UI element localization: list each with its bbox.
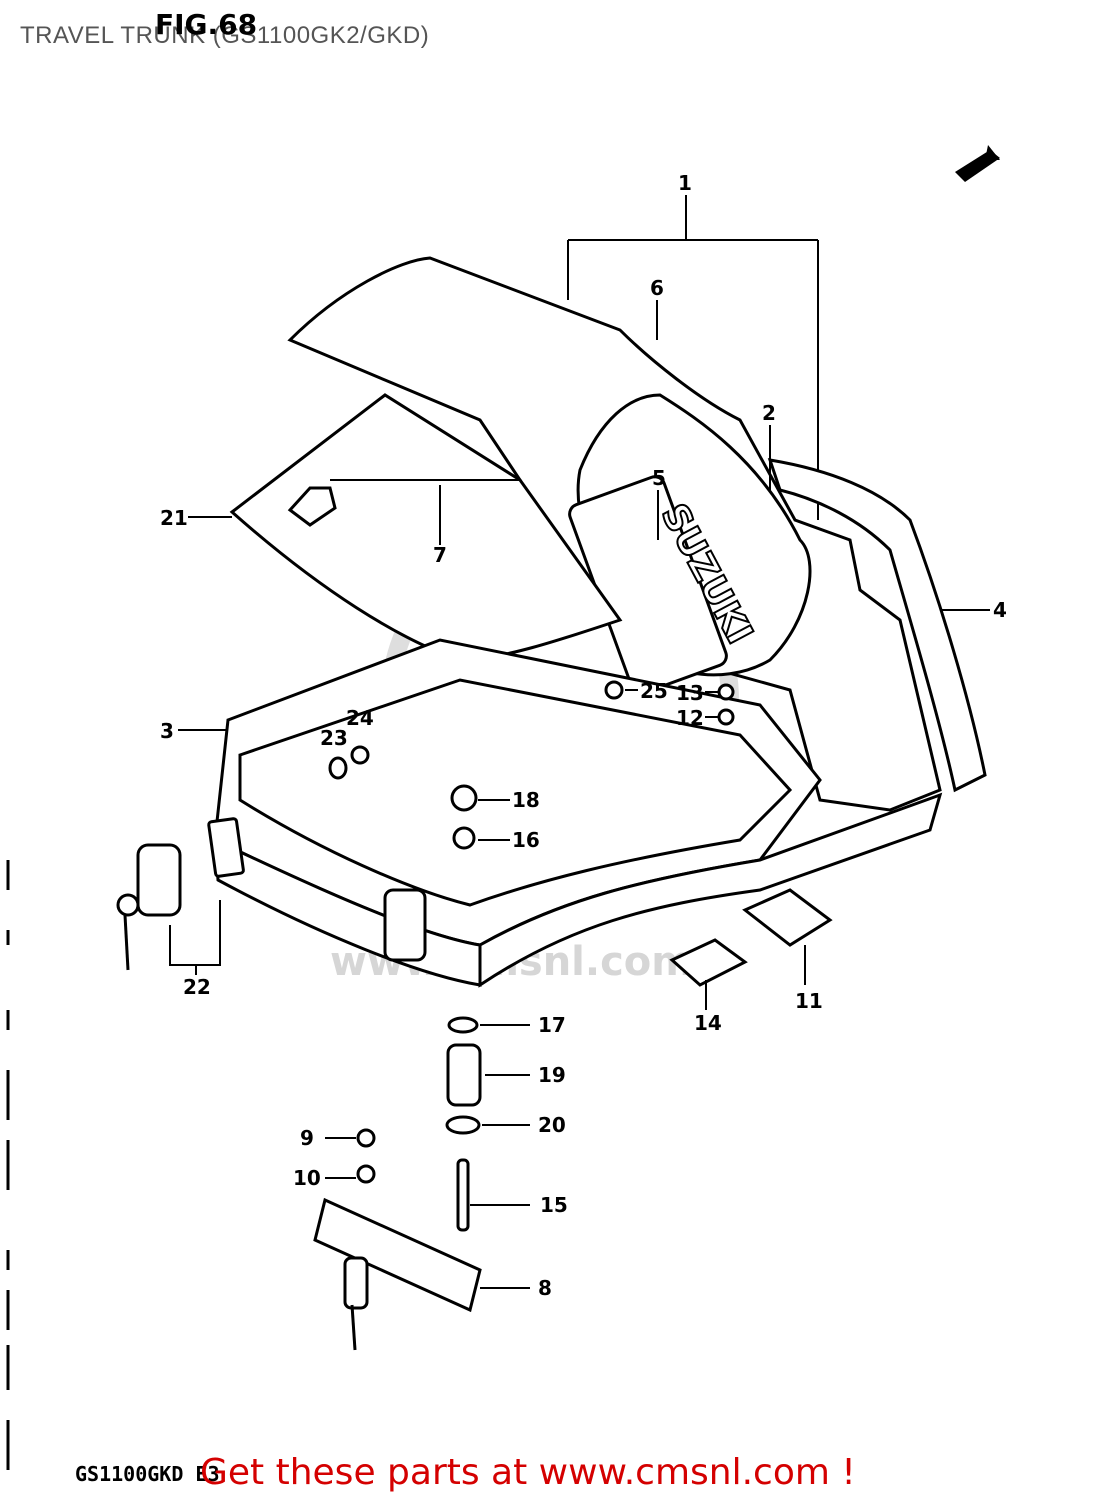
callout-22: 22	[183, 975, 211, 999]
callout-19: 19	[538, 1063, 566, 1087]
figure-label: FIG.68	[155, 8, 258, 41]
callout-16: 16	[512, 828, 540, 852]
callout-25: 25	[640, 679, 668, 703]
page-title: TRAVEL TRUNK (GS1100GK2/GKD)	[20, 22, 430, 49]
callout-20: 20	[538, 1113, 566, 1137]
callout-24: 24	[346, 706, 374, 730]
callout-5: 5	[652, 466, 666, 490]
callout-9: 9	[300, 1126, 314, 1150]
lower-lock-assembly	[313, 1016, 482, 1351]
model-label: GS1100GKD E3	[75, 1462, 220, 1486]
callout-17: 17	[538, 1013, 566, 1037]
small-hardware	[328, 680, 735, 850]
part-callouts: 1 2 3 4 5 6 7 8 9 10 11 12 13 14 15 16 1…	[160, 171, 1007, 1300]
trunk-lid	[287, 256, 942, 812]
callout-12: 12	[676, 706, 704, 730]
cmsnl-parts-link[interactable]: Get these parts at www.cmsnl.com !	[200, 1452, 856, 1493]
trunk-seal	[767, 458, 987, 793]
callout-3: 3	[160, 719, 174, 743]
callout-21: 21	[160, 506, 188, 530]
callout-13: 13	[676, 681, 704, 705]
callout-15: 15	[540, 1193, 568, 1217]
front-latch	[383, 888, 427, 962]
callout-6: 6	[650, 276, 664, 300]
callout-14: 14	[694, 1011, 722, 1035]
hinge-brackets	[669, 888, 833, 987]
callout-11: 11	[795, 989, 823, 1013]
callout-10: 10	[293, 1166, 321, 1190]
callout-2: 2	[762, 401, 776, 425]
callout-23: 23	[320, 726, 348, 750]
callout-8: 8	[538, 1276, 552, 1300]
callout-18: 18	[512, 788, 540, 812]
trunk-base	[213, 638, 943, 988]
leader-lines	[178, 300, 990, 1289]
front-arrow-icon	[955, 145, 1000, 182]
callout-1: 1	[678, 171, 692, 195]
callout-4: 4	[993, 598, 1007, 622]
callout-7: 7	[433, 543, 447, 567]
side-latch	[116, 817, 245, 971]
